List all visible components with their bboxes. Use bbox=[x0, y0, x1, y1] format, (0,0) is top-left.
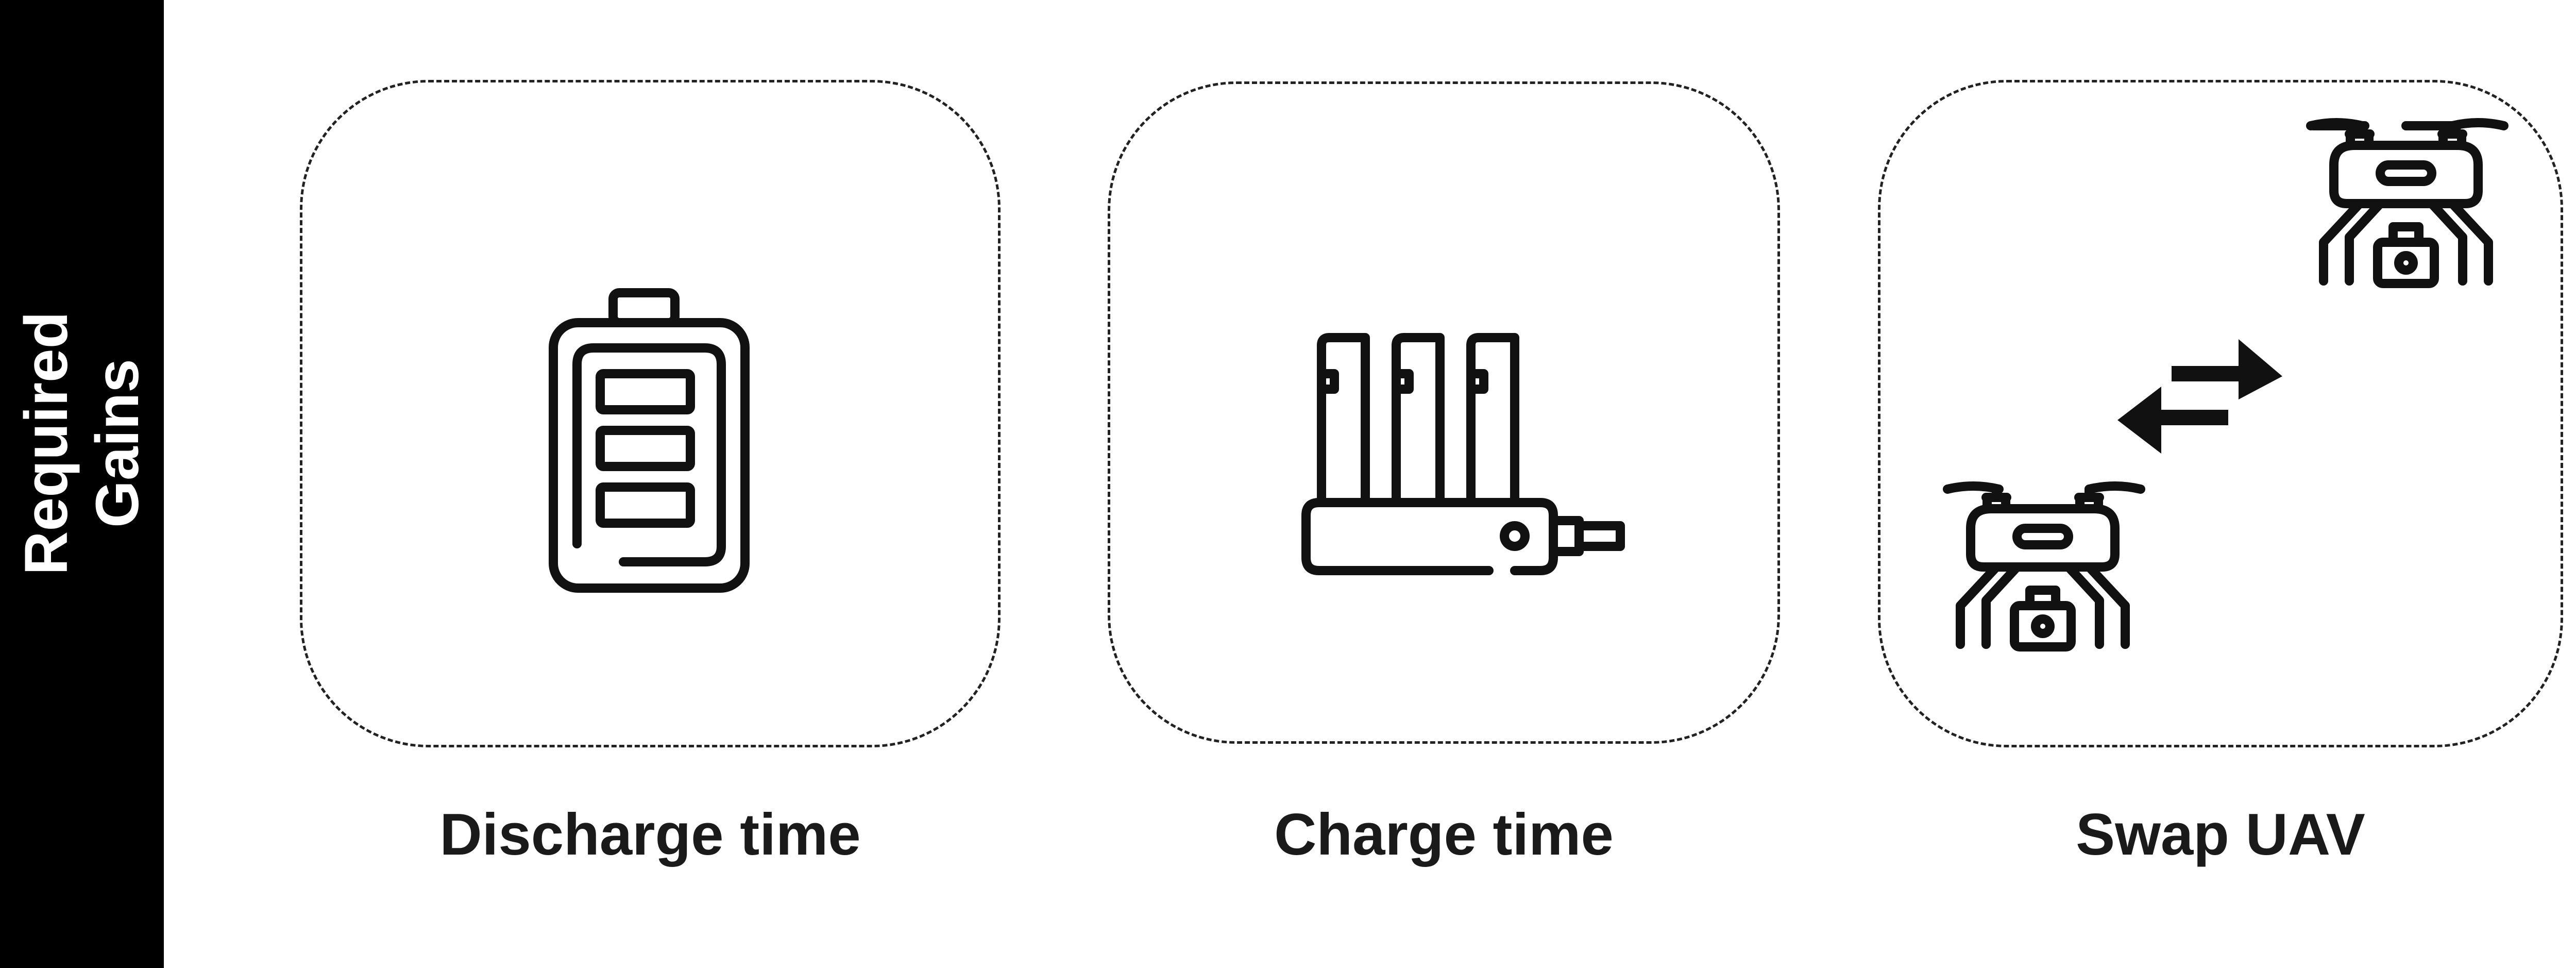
battery-icon bbox=[549, 288, 750, 593]
battery-charger-icon bbox=[1301, 333, 1625, 575]
caption-charge-time: Charge time bbox=[1274, 802, 1614, 867]
drone-bottom-icon bbox=[1943, 481, 2145, 652]
side-bar: Required Gains bbox=[0, 0, 164, 968]
caption-discharge-time: Discharge time bbox=[439, 802, 861, 867]
side-label: Required Gains bbox=[11, 311, 153, 575]
panel-swap bbox=[1878, 80, 2563, 747]
caption-swap-uav: Swap UAV bbox=[2076, 802, 2365, 867]
side-label-line1: Required bbox=[12, 311, 80, 575]
side-label-line2: Gains bbox=[83, 359, 151, 528]
swap-arrows-icon bbox=[2117, 339, 2282, 454]
panel-discharge bbox=[300, 80, 1001, 747]
drone-top-icon bbox=[2306, 118, 2509, 288]
panel-charge bbox=[1108, 81, 1780, 744]
